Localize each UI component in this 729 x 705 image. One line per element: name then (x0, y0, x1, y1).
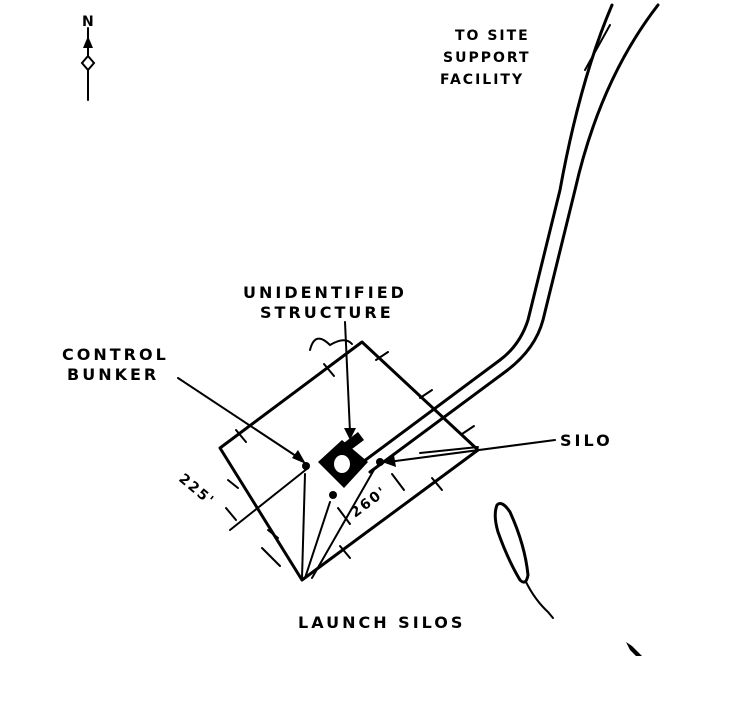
unidentified-structure-label: UNIDENTIFIED STRUCTURE (243, 283, 407, 322)
silo-label: SILO (560, 431, 613, 450)
unidentified-structure-marker (309, 337, 353, 351)
site-support-line-1: TO SITE (455, 28, 530, 44)
control-bunker-line-1: CONTROL (62, 345, 169, 364)
site-support-label: TO SITE SUPPORT FACILITY (440, 28, 531, 88)
pond-outline (493, 502, 554, 619)
launch-silos-label: LAUNCH SILOS (298, 613, 465, 632)
north-letter: N (82, 14, 96, 30)
access-road (350, 3, 660, 474)
control-bunker-line-2: BUNKER (67, 365, 159, 384)
dimension-225-label: 225' (175, 471, 217, 510)
site-support-line-3: FACILITY (440, 72, 524, 88)
north-arrow-icon: N (80, 14, 96, 101)
site-support-line-2: SUPPORT (443, 50, 531, 66)
leader-lines (177, 321, 556, 579)
control-bunker-structure (318, 432, 368, 488)
control-bunker-label: CONTROL BUNKER (62, 345, 169, 384)
unidentified-line-1: UNIDENTIFIED (243, 283, 407, 302)
unidentified-line-2: STRUCTURE (260, 303, 394, 322)
small-mark (626, 642, 642, 656)
